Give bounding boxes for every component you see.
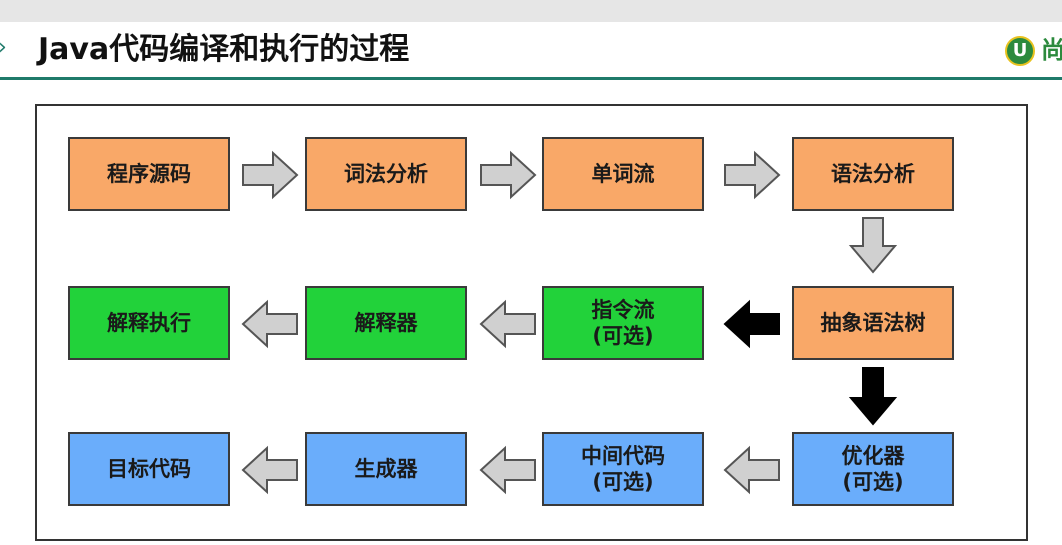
- node-ast: 抽象语法树: [792, 286, 954, 360]
- logo-text: 尚: [1041, 36, 1062, 64]
- arrow-right-icon: [724, 150, 781, 200]
- arrow-left-icon: [479, 445, 536, 495]
- arrow-left-black-icon: [723, 299, 780, 349]
- arrow-down-black-icon: [848, 367, 898, 426]
- node-generator: 生成器: [305, 432, 467, 506]
- node-source-code: 程序源码: [68, 137, 230, 211]
- chevron-right-icon: ›: [0, 36, 7, 60]
- top-bar: [0, 0, 1062, 22]
- node-intermediate-code: 中间代码 (可选): [542, 432, 704, 506]
- arrow-down-icon: [848, 217, 898, 274]
- node-interpreter: 解释器: [305, 286, 467, 360]
- arrow-left-icon: [723, 445, 780, 495]
- node-bytecode-stream: 指令流 (可选): [542, 286, 704, 360]
- node-interpret-execute: 解释执行: [68, 286, 230, 360]
- brand-logo: U 尚: [1005, 32, 1062, 68]
- node-token-stream: 单词流: [542, 137, 704, 211]
- slide-header: › Java代码编译和执行的过程 U 尚: [0, 22, 1062, 78]
- node-lexical-analysis: 词法分析: [305, 137, 467, 211]
- node-optimizer: 优化器 (可选): [792, 432, 954, 506]
- node-syntax-analysis: 语法分析: [792, 137, 954, 211]
- arrow-left-icon: [241, 445, 298, 495]
- arrow-right-icon: [242, 150, 299, 200]
- logo-mark: U: [1005, 36, 1035, 66]
- arrow-right-icon: [480, 150, 537, 200]
- header-divider: [0, 77, 1062, 80]
- arrow-left-icon: [241, 299, 298, 349]
- node-target-code: 目标代码: [68, 432, 230, 506]
- page-title: Java代码编译和执行的过程: [38, 32, 410, 67]
- arrow-left-icon: [479, 299, 536, 349]
- compilation-flow-diagram: 程序源码 词法分析 单词流 语法分析 解释执行 解释器 指令流 (可选) 抽象语…: [35, 104, 1028, 541]
